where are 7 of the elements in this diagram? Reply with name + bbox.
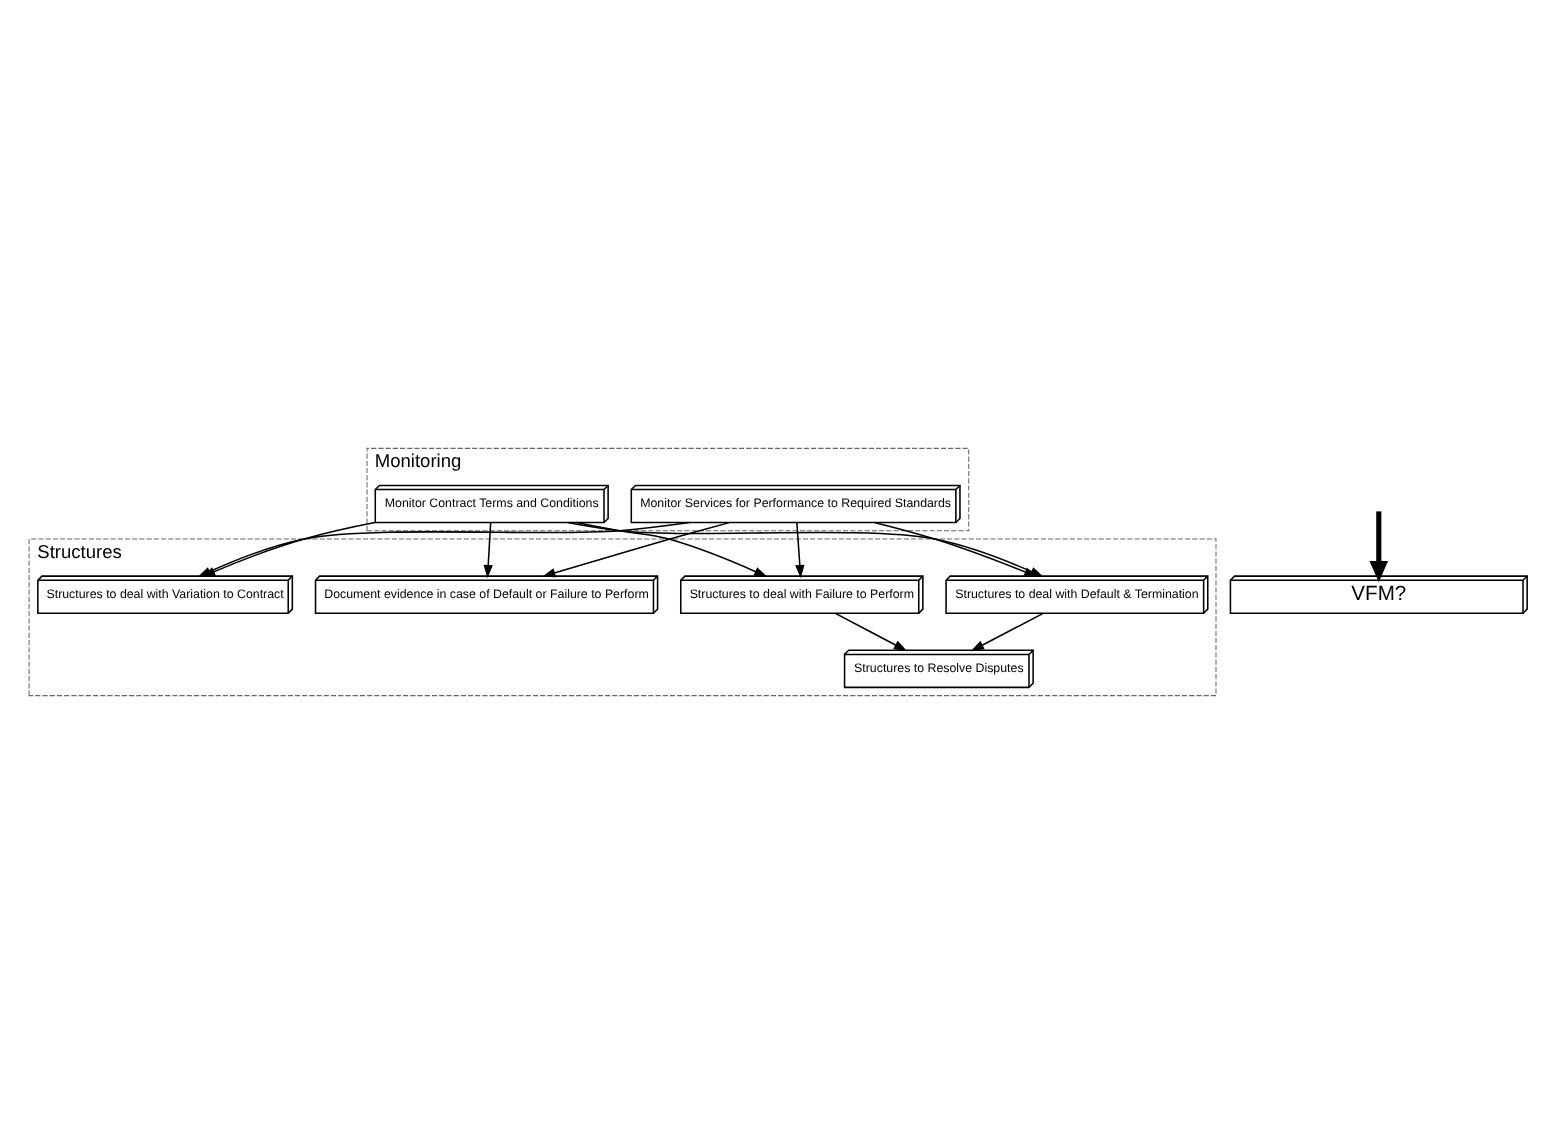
arrow — [483, 521, 493, 578]
arrow — [795, 521, 805, 578]
arrow — [834, 611, 908, 651]
arrow — [576, 520, 768, 577]
arrow — [1369, 510, 1389, 582]
arrow — [970, 611, 1044, 651]
arrow — [542, 520, 731, 577]
